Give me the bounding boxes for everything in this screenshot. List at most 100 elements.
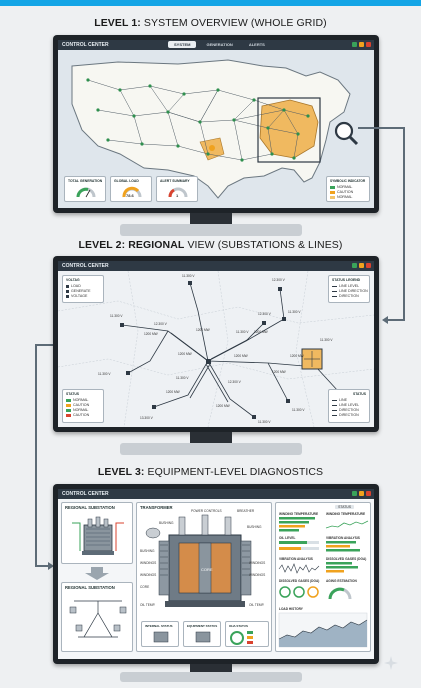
label-windings: WINDINGS xyxy=(249,573,266,577)
label-breather: BREATHER xyxy=(237,509,255,513)
svg-text:12.300 V: 12.300 V xyxy=(258,312,272,316)
gauge-dial-icon xyxy=(76,187,96,198)
label-core: CORE xyxy=(140,585,150,589)
close-button[interactable] xyxy=(366,491,371,496)
svg-text:1200 MW: 1200 MW xyxy=(178,352,192,356)
svg-text:1200 MW: 1200 MW xyxy=(216,404,230,408)
core-label: CORE xyxy=(201,567,213,572)
svg-text:1200 MW: 1200 MW xyxy=(290,354,304,358)
status-legend: STATUS LEGEND LINE LEVEL LINE DIRECTION … xyxy=(328,275,370,303)
gauge-global-load: GLOBAL LOAD 78.6 xyxy=(110,176,152,202)
maximize-button[interactable] xyxy=(359,491,364,496)
status-icon xyxy=(153,631,169,643)
status-tab[interactable]: STATUS xyxy=(335,505,354,509)
transformer-panel: TRANSFORMER CORE xyxy=(136,502,272,652)
alert-count: 1 xyxy=(176,193,179,198)
svg-text:1200 MW: 1200 MW xyxy=(272,370,286,374)
load-history-title: LOAD HISTORY xyxy=(279,607,303,611)
load-history-chart xyxy=(278,612,368,648)
level1-monitor: CONTROL CENTER SYSTEM GENERATION ALERTS xyxy=(53,35,379,213)
vibration-analysis-title-2: VIBRATION ANALYSIS xyxy=(326,536,360,540)
close-button[interactable] xyxy=(366,42,371,47)
minimize-button[interactable] xyxy=(352,491,357,496)
level3-stand-base xyxy=(120,672,302,682)
down-arrow-icon xyxy=(85,567,109,580)
gauge-alert-summary: ALERT SUMMARY 1 xyxy=(156,176,198,202)
sparkle-icon xyxy=(384,656,398,670)
winding-temperature-bars xyxy=(279,517,315,532)
dissolved-gases-gauges xyxy=(279,586,319,598)
label-oil-temp: OIL TEMP. xyxy=(140,603,156,607)
level2-window-controls xyxy=(352,263,371,269)
status-item: NORMAL xyxy=(66,398,88,402)
svg-text:11.300 V: 11.300 V xyxy=(320,338,333,342)
dissolved-gases-title-2: DISSOLVED GASES (DGA) xyxy=(326,557,367,561)
top-accent-bar xyxy=(0,0,421,6)
svg-text:1200 MW: 1200 MW xyxy=(166,390,180,394)
label-windings: WINDINGS xyxy=(249,561,266,565)
label-windings: WINDINGS xyxy=(140,573,157,577)
close-button[interactable] xyxy=(366,263,371,268)
level1-window-title: CONTROL CENTER SYSTEM GENERATION ALERTS xyxy=(58,40,374,50)
legend-item: LOAD xyxy=(66,284,81,288)
level3-screen: CONTROL CENTER REGIONAL SUBSTATION xyxy=(58,489,374,659)
gauge-dial-icon xyxy=(122,186,142,198)
status-item: DIRECTION xyxy=(332,413,359,417)
line-labels: 1200 MW 1200 MW 1200 MW 1200 MW 1200 MW … xyxy=(144,328,304,408)
svg-text:11.300 V: 11.300 V xyxy=(182,274,195,278)
level1-tabs: SYSTEM GENERATION ALERTS xyxy=(168,41,271,48)
level1-heading: LEVEL 1: SYSTEM OVERVIEW (WHOLE GRID) xyxy=(94,17,327,29)
legend-item: VOLTAGE xyxy=(66,294,87,298)
minimize-button[interactable] xyxy=(352,263,357,268)
transformer-cutaway-diagram: CORE xyxy=(145,514,252,607)
status-icon xyxy=(195,631,211,643)
substation-transformer-icon xyxy=(72,516,124,555)
internal-status-panel: INTERNAL STATUS xyxy=(141,621,179,647)
substation-schematic xyxy=(69,600,127,638)
minimize-button[interactable] xyxy=(352,42,357,47)
label-bushing: BUSHING xyxy=(247,525,262,529)
level3-window-title: CONTROL CENTER xyxy=(58,489,374,499)
label-oil-temp: OIL TEMP. xyxy=(249,603,265,607)
tab-generation[interactable]: GENERATION xyxy=(206,42,233,47)
status-panel-right: STATUS LINE LINE LEVEL DIRECTION DIRECTI… xyxy=(328,389,370,423)
status-item: DIRECTION xyxy=(332,408,359,412)
tab-alerts[interactable]: ALERTS xyxy=(248,42,265,47)
regional-network-map[interactable]: 11.300 V 11.300 V 12.300 V 11.300 V 13.3… xyxy=(58,270,374,427)
global-load-value: 78.6 xyxy=(126,193,134,198)
maximize-button[interactable] xyxy=(359,42,364,47)
svg-text:11.300 V: 11.300 V xyxy=(292,408,305,412)
level2-stand-base xyxy=(120,443,302,455)
aging-estimation-gauge xyxy=(328,587,352,600)
status-item: CAUTION xyxy=(66,413,89,417)
maximize-button[interactable] xyxy=(359,263,364,268)
tab-system[interactable]: SYSTEM xyxy=(168,41,197,48)
dissolved-gases-title: DISSOLVED GASES (DGA) xyxy=(279,579,320,583)
svg-text:1200 MW: 1200 MW xyxy=(196,328,210,332)
legend-item: DIRECTION xyxy=(332,294,359,298)
svg-text:12.300 V: 12.300 V xyxy=(154,322,168,326)
svg-text:11.300 V: 11.300 V xyxy=(288,310,301,314)
svg-text:13.300 V: 13.300 V xyxy=(140,416,154,420)
regional-substation-detail-panel: REGIONAL SUBSTATION xyxy=(61,582,133,652)
symbolic-indicator-legend: SYMBOLIC INDICATOR NORMAL CAUTION NORMAL xyxy=(326,176,370,202)
diagnostics-panel: STATUS WINDING TEMPERATURE WINDING TEMPE… xyxy=(275,502,371,652)
legend-item: CAUTION xyxy=(330,190,353,194)
status-gauge-icon xyxy=(230,631,244,645)
legend-item: LINE LEVEL xyxy=(332,284,359,288)
aging-estimation-title: AGING ESTIMATION xyxy=(326,579,357,583)
level1-window-controls xyxy=(352,42,371,48)
label-power-controls: POWER CONTROLS xyxy=(191,509,222,513)
legend-item: LINE DIRECTION xyxy=(332,289,368,293)
level1-stand xyxy=(190,213,232,227)
svg-text:12.300 V: 12.300 V xyxy=(228,380,242,384)
level2-screen: CONTROL CENTER xyxy=(58,261,374,427)
vibration-analysis-title: VIBRATION ANALYSIS xyxy=(279,557,313,561)
level2-stand xyxy=(190,432,232,446)
label-bushing: BUSHING xyxy=(159,521,174,525)
magnifier-icon[interactable] xyxy=(333,120,359,146)
level2-window-title: CONTROL CENTER xyxy=(58,261,374,271)
regional-substation-panel: REGIONAL SUBSTATION xyxy=(61,502,133,564)
status-panel-left: STATUS NORMAL CAUTION NORMAL CAUTION xyxy=(62,389,104,423)
level2-monitor: CONTROL CENTER xyxy=(53,256,379,432)
